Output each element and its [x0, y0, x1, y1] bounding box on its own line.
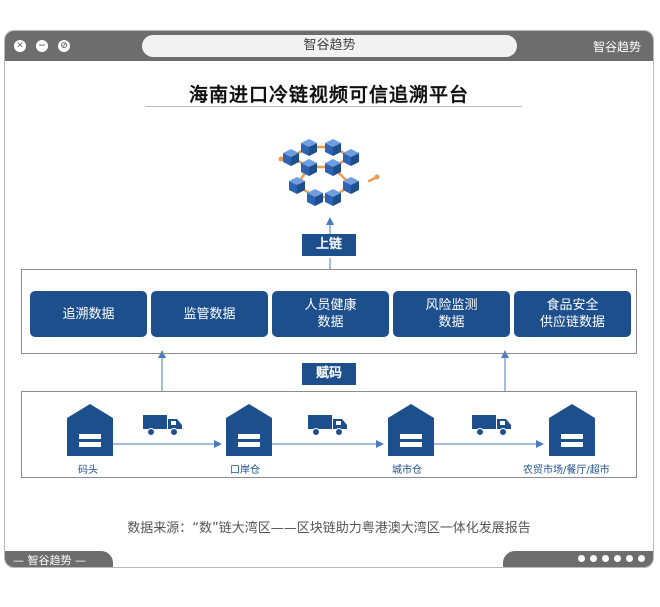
location-label-market: 农贸市场/餐厅/超市: [523, 465, 610, 476]
data-categories-frame: [21, 269, 637, 354]
diagram-title: 海南进口冷链视频可信追溯平台: [188, 84, 469, 106]
warehouse-icon: [67, 404, 113, 456]
footer-brand-tab: — 智谷趋势 —: [5, 551, 113, 567]
page-dot[interactable]: [626, 555, 633, 562]
warehouse-icon: [549, 404, 595, 456]
data-card-risk[interactable]: 风险监测 数据: [393, 291, 510, 337]
data-card-health[interactable]: 人员健康 数据: [272, 291, 389, 337]
truck-icon: [308, 415, 347, 436]
bottom-bar: — 智谷趋势 —: [5, 551, 653, 567]
page-dot[interactable]: [614, 555, 621, 562]
assign-code-label: 赋码: [302, 363, 356, 385]
footer-brand: — 智谷趋势 —: [13, 554, 86, 567]
page-dot[interactable]: [590, 555, 597, 562]
fullscreen-icon[interactable]: ⊘: [58, 40, 70, 52]
logistics-frame: [21, 391, 637, 478]
titlebar-brand: 智谷趋势: [592, 40, 641, 54]
page-dot[interactable]: [578, 555, 585, 562]
page-dot[interactable]: [602, 555, 609, 562]
close-icon[interactable]: ✕: [14, 40, 26, 52]
address-bar[interactable]: 智谷趋势: [142, 35, 517, 57]
title-bar: ✕ − ⊘ 智谷趋势 智谷趋势: [5, 31, 653, 61]
browser-window: ✕ − ⊘ 智谷趋势 智谷趋势 海南进口冷链视频可信追溯平台: [4, 30, 654, 568]
flow-connectors: [109, 217, 544, 448]
location-label-port-warehouse: 口岸仓: [230, 465, 260, 476]
data-source-note: 数据来源：“数”链大湾区——区块链助力粤港澳大湾区一体化发展报告: [127, 521, 531, 536]
blockchain-cubes-icon: [278, 139, 380, 206]
location-label-wharf: 码头: [78, 465, 98, 476]
data-card-food-safety[interactable]: 食品安全 供应链数据: [514, 291, 631, 337]
minimize-icon[interactable]: −: [36, 40, 48, 52]
warehouse-icon: [226, 404, 272, 456]
title-divider: [145, 106, 522, 107]
location-label-city-warehouse: 城市仓: [392, 465, 422, 476]
page-dot[interactable]: [638, 555, 645, 562]
truck-icon: [143, 415, 182, 436]
truck-icon: [472, 415, 511, 436]
upchain-label: 上链: [302, 234, 356, 256]
warehouse-icon: [388, 404, 434, 456]
data-card-regulatory[interactable]: 监管数据: [151, 291, 268, 337]
data-card-trace[interactable]: 追溯数据: [30, 291, 147, 337]
pagination-dots: [503, 551, 653, 567]
